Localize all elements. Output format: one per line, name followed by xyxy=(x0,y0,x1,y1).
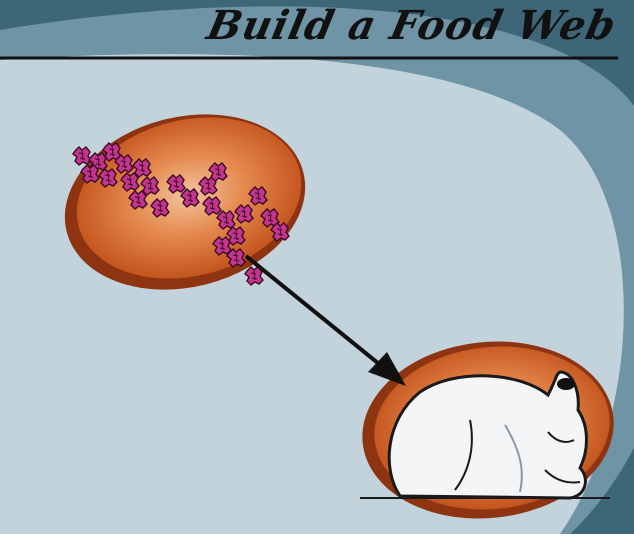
rabbit-icon xyxy=(360,370,610,500)
producer-node xyxy=(64,114,306,290)
energy-flow-arrow xyxy=(244,254,406,386)
consumer-node xyxy=(360,341,614,519)
page-title: Build a Food Web xyxy=(203,2,621,49)
